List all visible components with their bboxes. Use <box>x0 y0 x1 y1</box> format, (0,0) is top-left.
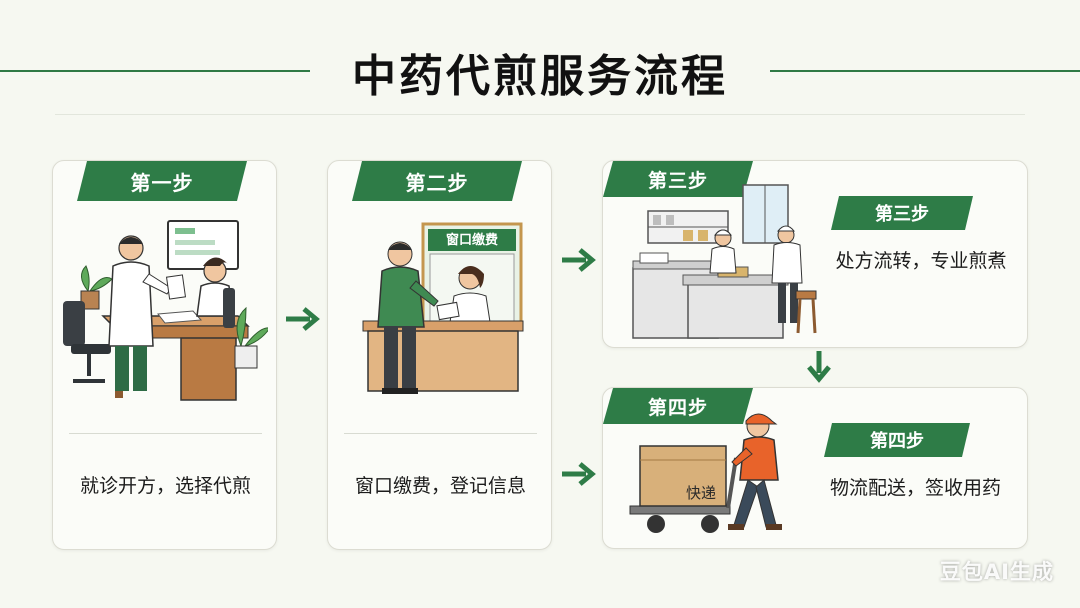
step-3-caption: 处方流转，专业煎煮 <box>835 250 1007 272</box>
courier-delivery-illustration <box>629 413 782 533</box>
step-4-caption: 物流配送，签收用药 <box>829 477 1001 499</box>
step-2-caption: 窗口缴费，登记信息 <box>354 475 526 497</box>
arrow-right-icon <box>562 462 596 486</box>
step-1-divider <box>69 433 262 434</box>
title-rule-right <box>770 70 1080 72</box>
doctor-consultation-illustration <box>63 220 268 401</box>
window-payment-sign: 窗口缴费 <box>445 233 498 248</box>
step-4-card: 第四步 快递 第四步 物流配送，签收用药 <box>602 387 1028 549</box>
step-4-subtab: 第四步 <box>824 423 970 457</box>
step-1-caption: 就诊开方，选择代煎 <box>79 475 251 497</box>
decoction-room-illustration <box>632 184 817 339</box>
step-1-tab: 第一步 <box>77 161 247 201</box>
step-4-tab: 第四步 <box>603 388 753 424</box>
step-2-card: 第二步 窗口缴费 窗口缴费，登记信息 <box>327 160 552 550</box>
arrow-down-icon <box>807 351 831 383</box>
package-label: 快递 <box>685 484 716 502</box>
step-3-tab: 第三步 <box>603 161 753 197</box>
step-2-tab: 第二步 <box>352 161 522 201</box>
page-title: 中药代煎服务流程 <box>352 51 728 102</box>
step-3-subtab: 第三步 <box>831 196 973 230</box>
payment-window-illustration <box>362 222 524 394</box>
step-2-divider <box>344 433 537 434</box>
step-1-card: 第一步 <box>52 160 277 550</box>
watermark: 豆包AI生成 <box>939 560 1054 584</box>
step-3-card: 第三步 第三步 处方流转，专业煎煮 <box>602 160 1028 348</box>
arrow-right-icon <box>562 248 596 272</box>
arrow-right-icon <box>286 307 320 331</box>
title-rule-left <box>0 70 310 72</box>
header-divider <box>55 114 1025 115</box>
